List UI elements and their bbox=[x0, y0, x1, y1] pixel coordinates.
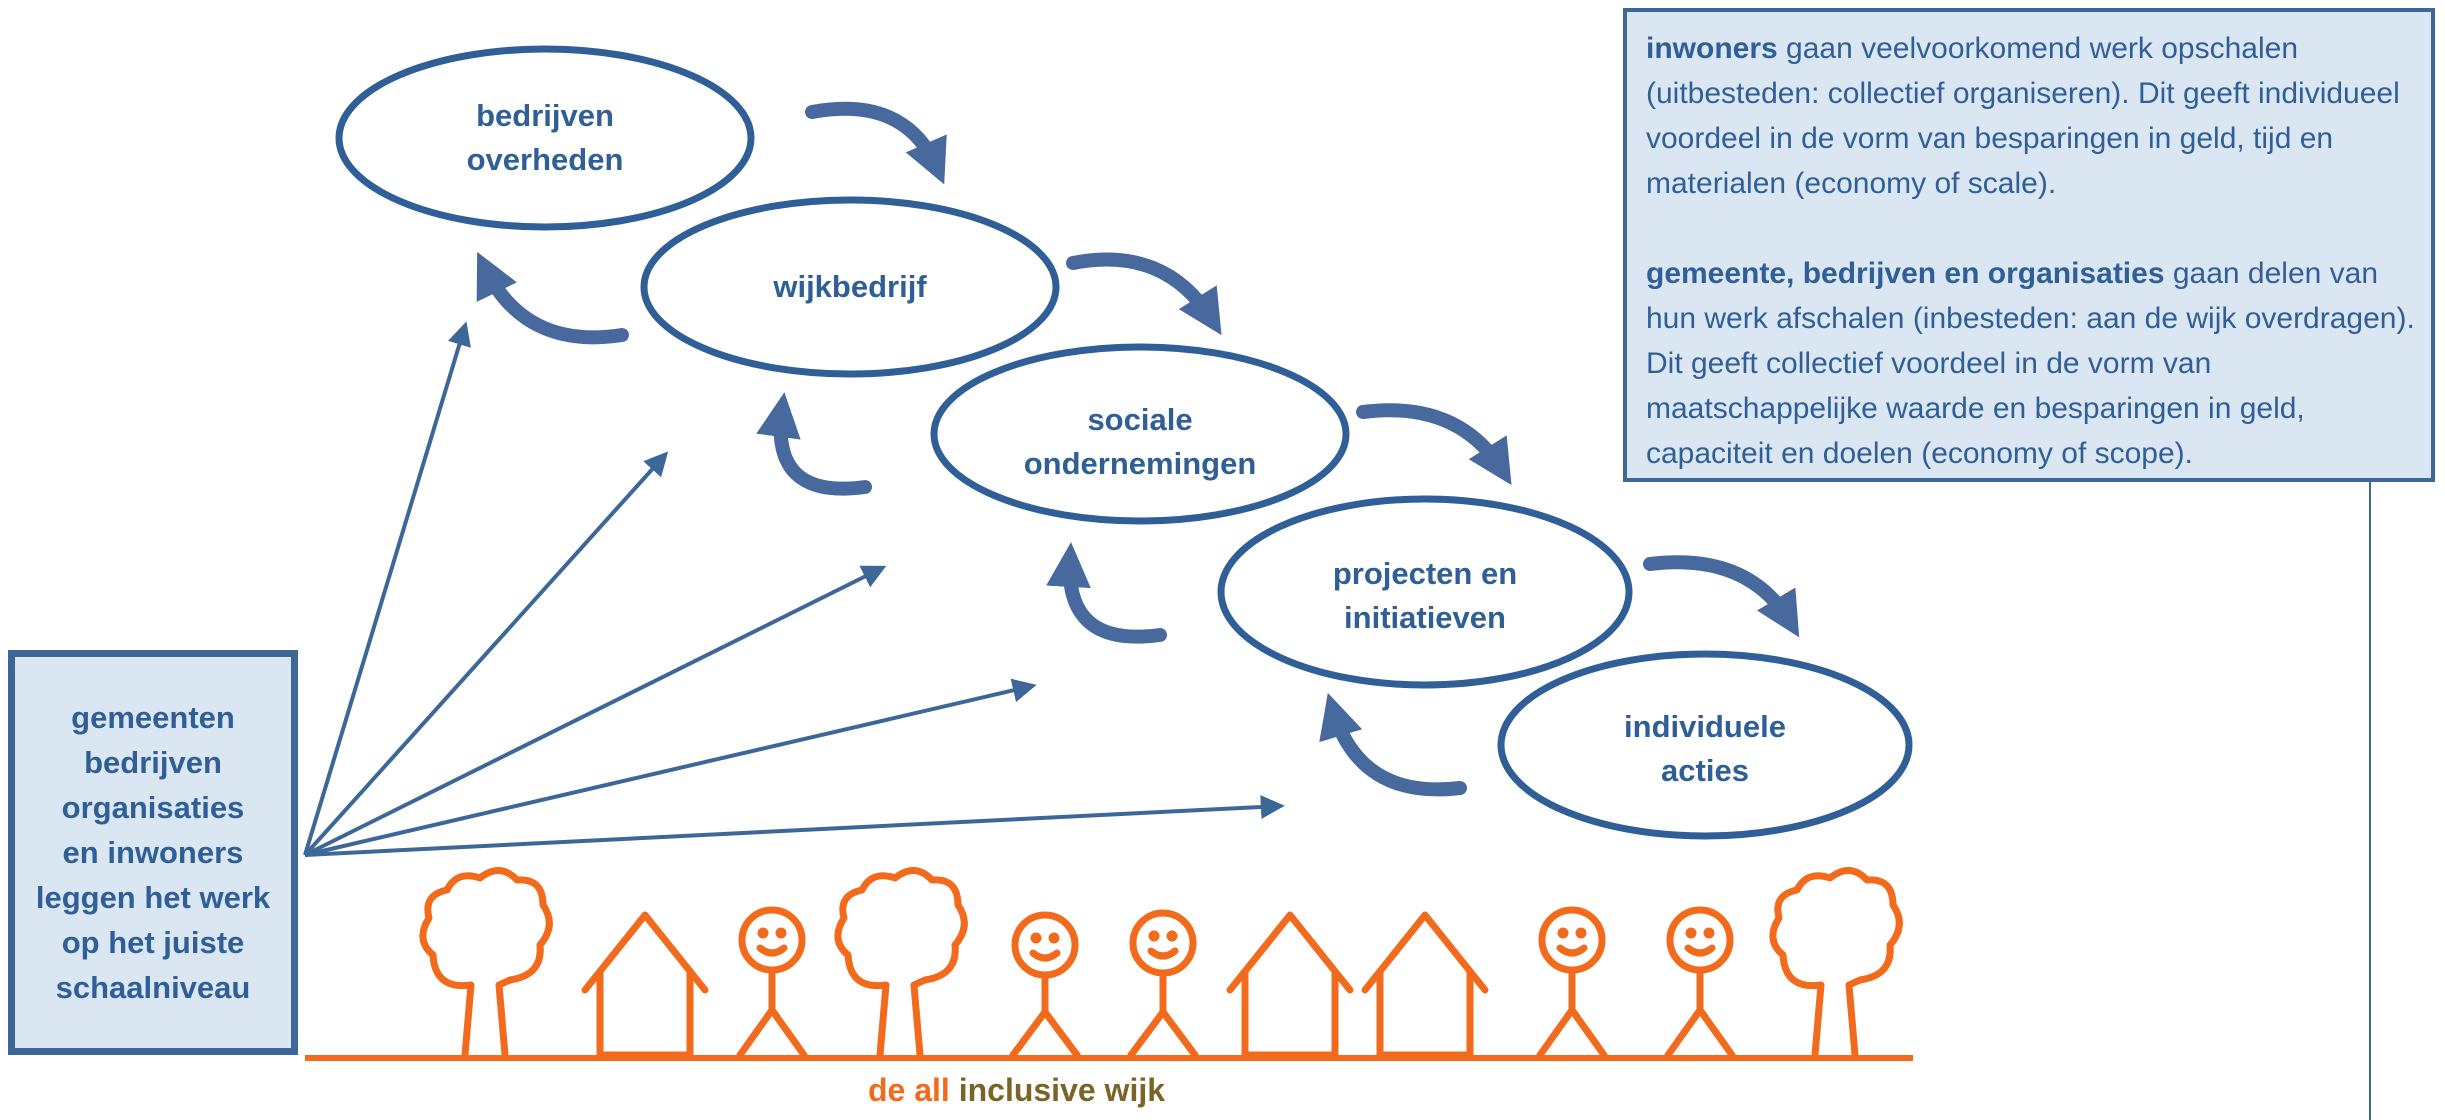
down-arrow-2 bbox=[1066, 252, 1222, 336]
fan-arrow-5 bbox=[304, 794, 1285, 857]
ellipse-label-sociale-ondernemingen: sociale ondernemingen bbox=[940, 394, 1340, 490]
ellipse-label-line: projecten en bbox=[1332, 556, 1518, 591]
info-paragraph-1: inwoners gaan veelvoorkomend werk opscha… bbox=[1646, 26, 2415, 206]
up-arrow-4 bbox=[1319, 692, 1467, 797]
fan-arrow-4 bbox=[304, 678, 1037, 857]
ellipse-label-line: ondernemingen bbox=[1023, 446, 1257, 481]
info-p1-bold: inwoners bbox=[1646, 32, 1778, 65]
up-arrow-3 bbox=[1046, 542, 1167, 644]
up-arrow-1 bbox=[476, 251, 629, 345]
down-curved-arrows bbox=[805, 101, 1800, 638]
info-p2-bold: gemeente, bedrijven en organisaties bbox=[1646, 257, 2165, 290]
ellipse-label-line: individuele bbox=[1624, 709, 1786, 744]
person-icon bbox=[1664, 906, 1736, 1059]
up-arrow-2 bbox=[756, 392, 872, 496]
fan-arrow-2 bbox=[303, 451, 669, 857]
fan-arrows bbox=[303, 321, 1285, 857]
down-arrow-1 bbox=[805, 101, 947, 185]
ellipse-sociale-ondernemingen bbox=[930, 343, 1350, 525]
down-arrow-4 bbox=[1643, 555, 1800, 638]
ellipse-label-bedrijven-overheden: bedrijven overheden bbox=[345, 90, 745, 186]
tree-icon bbox=[1769, 867, 1903, 1059]
ellipse-label-line: wijkbedrijf bbox=[773, 269, 927, 304]
ellipse-label-individuele-acties: individuele acties bbox=[1505, 701, 1905, 797]
house-icon bbox=[1361, 911, 1489, 1059]
fan-arrow-1 bbox=[303, 321, 471, 856]
info-p2-text: gaan delen van hun werk afschalen (inbes… bbox=[1646, 257, 2415, 470]
ellipse-label-projecten-initiatieven: projecten en initiatieven bbox=[1225, 548, 1625, 644]
ellipse-wijkbedrijf bbox=[640, 196, 1060, 378]
info-paragraph-2: gemeente, bedrijven en organisaties gaan… bbox=[1646, 251, 2415, 476]
tree-icon bbox=[834, 867, 968, 1059]
caption: de all inclusive wijk bbox=[868, 1072, 1165, 1109]
info-p1-text: gaan veelvoorkomend werk opschalen (uitb… bbox=[1646, 32, 2400, 200]
ellipse-bedrijven-overheden bbox=[335, 45, 755, 231]
up-curved-arrows bbox=[476, 251, 1467, 797]
ellipse-label-line: acties bbox=[1661, 753, 1749, 788]
ellipse-label-line: initiatieven bbox=[1344, 600, 1506, 635]
fan-arrow-3 bbox=[304, 565, 887, 857]
ellipse-projecten-initiatieven bbox=[1217, 495, 1633, 689]
ellipse-individuele-acties bbox=[1497, 650, 1913, 840]
ellipse-label-line: overheden bbox=[466, 142, 624, 177]
house-icon bbox=[581, 911, 709, 1059]
ellipse-label-line: sociale bbox=[1087, 402, 1193, 437]
house-icon bbox=[1226, 911, 1354, 1059]
ground-icons bbox=[419, 867, 1903, 1059]
ellipses bbox=[335, 45, 1913, 840]
person-icon bbox=[1536, 906, 1608, 1059]
person-icon bbox=[1127, 909, 1199, 1059]
person-icon bbox=[1009, 911, 1081, 1059]
caption-part-2: inclusive wijk bbox=[949, 1072, 1166, 1108]
caption-part-1: de all bbox=[868, 1072, 950, 1108]
ellipse-label-wijkbedrijf: wijkbedrijf bbox=[650, 265, 1050, 309]
vertical-divider bbox=[2369, 482, 2371, 1120]
left-box: gemeenten bedrijven organisaties en inwo… bbox=[8, 650, 298, 1055]
ellipse-label-line: bedrijven bbox=[476, 98, 614, 133]
left-box-text: gemeenten bedrijven organisaties en inwo… bbox=[35, 700, 271, 1005]
tree-icon bbox=[419, 867, 553, 1059]
person-icon bbox=[736, 906, 808, 1059]
down-arrow-3 bbox=[1356, 403, 1512, 486]
info-box: inwoners gaan veelvoorkomend werk opscha… bbox=[1623, 8, 2435, 482]
